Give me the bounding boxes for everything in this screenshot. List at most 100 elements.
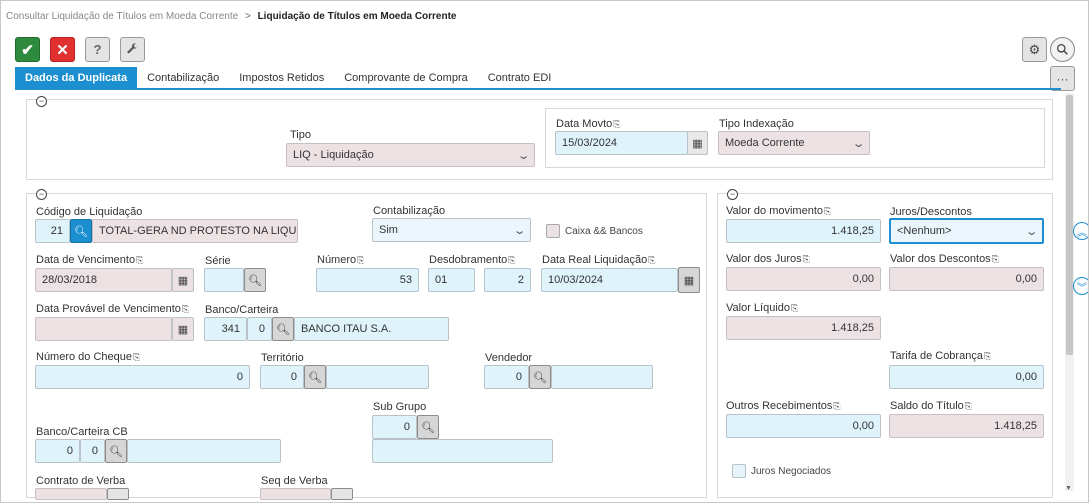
more-options-button[interactable]: ···	[1050, 66, 1075, 91]
territorio-input[interactable]: 0	[260, 365, 304, 389]
saldo-titulo-label: Saldo do Título⎘	[890, 400, 972, 412]
tab-dados-duplicata[interactable]: Dados da Duplicata	[15, 67, 138, 89]
collapse-left-icon[interactable]: −	[36, 189, 47, 200]
vendedor-search-button[interactable]: 🔍︎	[529, 365, 551, 389]
codigo-liquidacao-search-button[interactable]: 🔍︎	[70, 219, 92, 243]
carteira-input[interactable]: 0	[247, 317, 272, 341]
valor-movimento-input[interactable]: 1.418,25	[726, 219, 881, 243]
sub-grupo-input[interactable]: 0	[372, 415, 417, 439]
copy-icon: ⎘	[791, 303, 799, 313]
codigo-liquidacao-label: Código de Liquidação	[36, 206, 143, 218]
collapse-up-icon[interactable]: ︽	[1073, 222, 1088, 240]
calendar-icon: ▦	[692, 137, 703, 150]
codigo-liquidacao-description: TOTAL-GERA ND PROTESTO NA LIQUID.	[92, 219, 298, 243]
help-button[interactable]: ?	[85, 37, 110, 62]
numero-cheque-input[interactable]: 0	[35, 365, 250, 389]
scrollbar-thumb[interactable]	[1066, 95, 1073, 355]
codigo-liquidacao-input[interactable]: 21	[35, 219, 70, 243]
calendar-icon: ▦	[177, 274, 189, 287]
copy-icon: ⎘	[983, 351, 992, 361]
territorio-description	[326, 365, 429, 389]
search-icon: 🔍︎	[74, 225, 88, 238]
serie-label: Série	[205, 255, 231, 267]
chevron-down-icon: ⌄	[851, 137, 866, 150]
data-real-liquidacao-label: Data Real Liquidação⎘	[542, 254, 656, 266]
calendar-button[interactable]: ▦	[172, 317, 194, 341]
valor-descontos-label: Valor dos Descontos⎘	[890, 253, 999, 265]
valor-juros-input: 0,00	[726, 267, 881, 291]
help-icon: ?	[93, 42, 102, 57]
outros-recebimentos-input[interactable]: 0,00	[726, 414, 881, 438]
calendar-button[interactable]: ▦	[172, 268, 194, 292]
collapse-top-icon[interactable]: −	[36, 96, 47, 107]
desdobramento-input-1[interactable]: 01	[428, 268, 475, 292]
tipo-indexacao-label: Tipo Indexação	[719, 118, 794, 130]
tab-comprovante-compra[interactable]: Comprovante de Compra	[344, 72, 468, 84]
seq-verba-search-button[interactable]	[331, 488, 353, 500]
more-icon: ···	[1056, 71, 1069, 86]
numero-input[interactable]: 53	[316, 268, 419, 292]
juros-descontos-select[interactable]: <Nenhum> ⌄	[889, 218, 1044, 244]
collapse-down-icon[interactable]: ︾	[1073, 277, 1088, 295]
scroll-down-arrow[interactable]: ▼	[1065, 485, 1072, 492]
banco-input[interactable]: 341	[204, 317, 247, 341]
tarifa-cobranca-input[interactable]: 0,00	[889, 365, 1044, 389]
data-movto-input[interactable]: 15/03/2024	[555, 131, 688, 155]
banco-carteira-search-button[interactable]: 🔍︎	[272, 317, 294, 341]
banco-carteira-description: BANCO ITAU S.A.	[294, 317, 449, 341]
serie-input[interactable]	[204, 268, 244, 292]
valor-movimento-label: Valor do movimento⎘	[726, 205, 832, 217]
seq-verba-input[interactable]	[260, 488, 331, 500]
breadcrumb-separator: >	[244, 11, 251, 22]
territorio-search-button[interactable]: 🔍︎	[304, 365, 326, 389]
confirm-button[interactable]: ✔	[15, 37, 40, 62]
tab-contabilizacao[interactable]: Contabilização	[147, 72, 220, 84]
banco-cb-input[interactable]: 0	[35, 439, 80, 463]
gear-icon: ⚙	[1028, 41, 1041, 57]
desdobramento-input-2[interactable]: 2	[484, 268, 531, 292]
tab-bar: Dados da Duplicata Contabilização Impost…	[15, 67, 561, 89]
caixa-bancos-label: Caixa && Bancos	[565, 226, 643, 237]
calendar-icon: ▦	[683, 274, 695, 287]
outros-recebimentos-label: Outros Recebimentos⎘	[726, 400, 841, 412]
data-movto-label: Data Movto⎘	[556, 118, 621, 130]
copy-icon: ⎘	[833, 401, 841, 411]
banco-carteira-label: Banco/Carteira	[205, 304, 279, 316]
tab-impostos-retidos[interactable]: Impostos Retidos	[239, 72, 325, 84]
data-real-liquidacao-input[interactable]: 10/03/2024	[541, 268, 678, 292]
tipo-label: Tipo	[290, 129, 311, 141]
contabilizacao-select[interactable]: Sim ⌄	[372, 218, 531, 242]
calendar-button[interactable]: ▦	[678, 267, 700, 293]
tipo-select[interactable]: LIQ - Liquidação ⌄	[286, 143, 535, 167]
juros-negociados-checkbox[interactable]	[732, 464, 746, 478]
tab-contrato-edi[interactable]: Contrato EDI	[487, 72, 552, 84]
check-icon: ✔	[21, 41, 34, 59]
tipo-indexacao-select[interactable]: Moeda Corrente ⌄	[718, 131, 870, 155]
search-icon: 🔍︎	[109, 445, 123, 458]
vendedor-input[interactable]: 0	[484, 365, 529, 389]
contabilizacao-label: Contabilização	[373, 205, 446, 217]
search-icon: 🔍︎	[533, 371, 547, 384]
search-icon: 🔍︎	[248, 274, 262, 287]
collapse-right-icon[interactable]: −	[727, 189, 738, 200]
serie-search-button[interactable]: 🔍︎	[244, 268, 266, 292]
search-button[interactable]	[1050, 37, 1075, 62]
breadcrumb-parent[interactable]: Consultar Liquidação de Títulos em Moeda…	[6, 11, 239, 22]
contrato-verba-search-button[interactable]	[107, 488, 129, 500]
data-vencimento-input: 28/03/2018	[35, 268, 172, 292]
tab-underline	[15, 88, 1061, 90]
desdobramento-label: Desdobramento⎘	[429, 254, 516, 266]
banco-carteira-cb-description	[127, 439, 281, 463]
cancel-button[interactable]: ✕	[50, 37, 75, 62]
caixa-bancos-checkbox[interactable]	[546, 224, 560, 238]
contrato-verba-input[interactable]	[35, 488, 107, 500]
chevron-down-icon: ⌄	[512, 224, 527, 237]
numero-cheque-label: Número do Cheque⎘	[36, 351, 141, 363]
sub-grupo-search-button[interactable]: 🔍︎	[417, 415, 439, 439]
banco-carteira-cb-search-button[interactable]: 🔍︎	[105, 439, 127, 463]
calendar-button[interactable]: ▦	[687, 131, 708, 155]
carteira-cb-input[interactable]: 0	[80, 439, 105, 463]
tools-button[interactable]	[120, 37, 145, 62]
settings-button[interactable]: ⚙	[1022, 37, 1047, 62]
